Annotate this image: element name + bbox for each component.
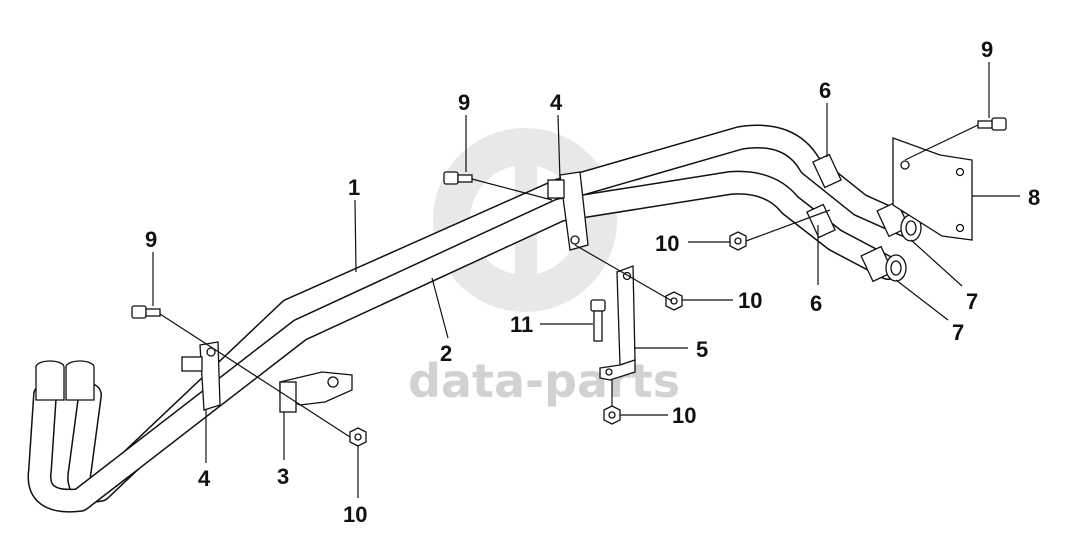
nut-10-center xyxy=(665,291,683,311)
callout-6-upper: 6 xyxy=(819,78,831,103)
callout-7-lower: 7 xyxy=(952,320,964,345)
bolt-9-center xyxy=(443,171,473,185)
leader-lines xyxy=(152,62,1020,498)
bracket-5 xyxy=(599,265,636,381)
callout-10-left: 10 xyxy=(343,502,367,527)
callouts: 1 2 3 4 4 5 6 6 7 7 8 9 9 9 10 10 10 10 … xyxy=(145,37,1040,527)
callout-11: 11 xyxy=(510,312,533,337)
callout-10-center: 10 xyxy=(738,288,762,313)
clamp-4-center xyxy=(547,171,589,251)
callout-9-center: 9 xyxy=(458,90,470,115)
bolt-9-right xyxy=(977,117,1007,131)
bracket-8 xyxy=(892,137,973,241)
fitting-7-lower xyxy=(860,245,907,283)
callout-10-bottom: 10 xyxy=(672,403,696,428)
callout-2: 2 xyxy=(440,341,452,366)
nut-10-bottom xyxy=(603,405,621,425)
callout-8: 8 xyxy=(1028,185,1040,210)
callout-4-left: 4 xyxy=(198,466,211,491)
callout-10-right: 10 xyxy=(655,231,679,256)
nut-10-left xyxy=(349,427,367,447)
assembly-lines xyxy=(159,124,979,438)
callout-7-upper: 7 xyxy=(966,289,978,314)
pipe-left-ends xyxy=(35,360,95,401)
coupling-6-upper xyxy=(812,153,842,189)
nut-10-right xyxy=(729,231,747,251)
coupling-6-lower xyxy=(806,203,836,239)
callout-4-center: 4 xyxy=(550,90,563,115)
callout-5: 5 xyxy=(696,337,708,362)
callout-9-right: 9 xyxy=(981,37,993,62)
callout-9-left: 9 xyxy=(145,227,157,252)
callout-6-lower: 6 xyxy=(810,291,822,316)
callout-3: 3 xyxy=(277,464,289,489)
bolt-9-left xyxy=(131,305,161,319)
pipe-2 xyxy=(27,170,900,513)
callout-1: 1 xyxy=(348,175,360,200)
bolt-11 xyxy=(590,299,606,342)
pipe-1 xyxy=(67,124,917,503)
bracket-3 xyxy=(279,371,353,413)
clamp-4-left xyxy=(181,341,221,411)
